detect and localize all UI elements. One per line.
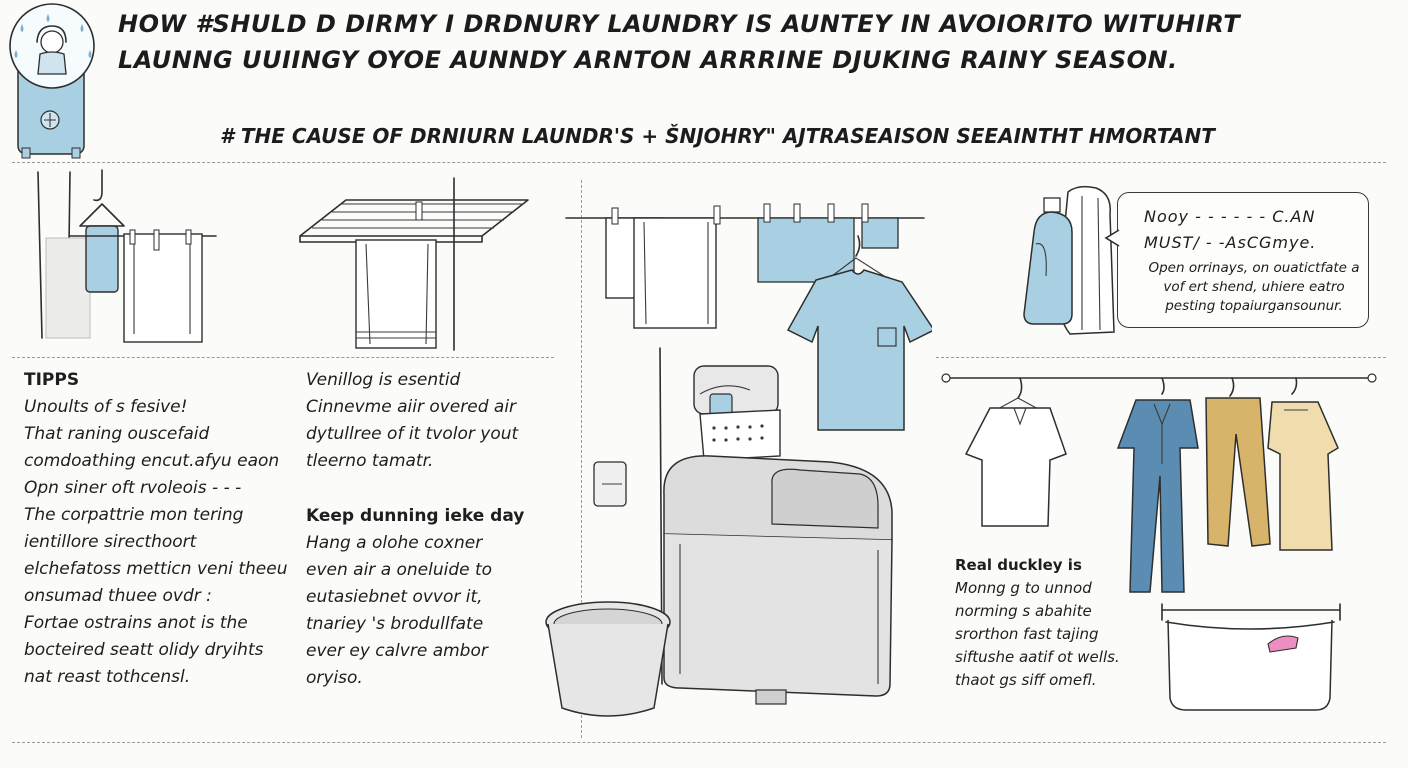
clothesline-icon — [565, 203, 932, 431]
wall-hook-icon — [37, 169, 217, 343]
washing-machine-icon — [593, 347, 893, 705]
tips-line: Fortae ostrains anot is the — [24, 613, 248, 633]
note-box: Nooy - - - - - - C.AN MUST/ - -AsCGmye. … — [1117, 192, 1369, 328]
detergent-bottle-icon — [1023, 185, 1115, 335]
bucket-icon — [545, 601, 671, 717]
keep-line: ever ey calvre ambor — [306, 641, 488, 661]
divider-middle-right — [936, 357, 1386, 358]
keep-section: Keep dunning ieke day Hang a olohe coxne… — [306, 503, 546, 692]
tips-line: That raning ouscefaid — [24, 424, 210, 444]
keep-heading: Keep dunning ieke day — [306, 506, 525, 526]
real-line: siftushe aatif ot wells. — [955, 648, 1120, 666]
tips-line: Unoults of s fesive! — [24, 397, 188, 417]
tips-line: ientillore sirecthoort — [24, 532, 197, 552]
keep-line: Hang a olohe coxner — [306, 533, 483, 553]
keep-line: tnariey 's brodullfate — [306, 614, 484, 634]
divider-top — [12, 162, 1386, 163]
real-line: srorthon fast tajing — [955, 625, 1099, 643]
real-heading: Real duckley is — [955, 556, 1082, 574]
tips-heading: TIPPS — [24, 370, 80, 390]
ventilation-line: tleerno tamatr. — [306, 451, 434, 471]
tips-line: The corpattrie mon tering — [24, 505, 244, 525]
ventilation-section: Venillog is esentid Cinnevme aiir overed… — [306, 367, 546, 475]
note-body: Open orrinays, on ouatictfate a vof ert … — [1148, 260, 1360, 314]
keep-line: eutasiebnet ovvor it, — [306, 587, 483, 607]
tips-line: Opn siner oft rvoleois - - - — [24, 478, 242, 498]
laundry-basket-icon — [1161, 603, 1341, 711]
ventilation-heading: Venillog is esentid — [306, 370, 461, 390]
note-line-1: Nooy - - - - - - C.AN — [1144, 207, 1316, 226]
real-line: Monng g to unnod — [955, 579, 1092, 597]
page-title: HOW #SHULD D DIRMY I DRDNURY LAUNDRY IS … — [118, 10, 1241, 74]
real-section: Real duckley is Monng g to unnod norming… — [955, 554, 1155, 692]
ventilation-line: Cinnevme aiir overed air — [306, 397, 517, 417]
divider-bottom — [12, 742, 1386, 743]
section-subtitle: # THE CAUSE OF DRNIURN LAUNDR'S + ŠNJOHR… — [220, 124, 1215, 148]
drying-rack-icon — [299, 177, 529, 351]
hanging-rod-icon — [941, 373, 1377, 593]
tips-line: bocteired seatt olidy dryihts — [24, 640, 264, 660]
divider-middle-left — [12, 357, 554, 358]
ventilation-line: dytullree of it tvolor yout — [306, 424, 519, 444]
keep-line: even air a oneluide to — [306, 560, 493, 580]
keep-line: oryiso. — [306, 668, 363, 688]
note-pointer — [1104, 229, 1120, 247]
person-in-rain-icon — [9, 3, 95, 159]
divider-vertical — [581, 180, 582, 738]
tips-section: TIPPS Unoults of s fesive! That raning o… — [24, 367, 304, 691]
real-line: norming s abahite — [955, 602, 1092, 620]
note-line-2: MUST/ - -AsCGmye. — [1144, 233, 1317, 252]
tips-line: elchefatoss metticn veni theeu — [24, 559, 288, 579]
tips-line: comdoathing encut.afyu eaon — [24, 451, 280, 471]
tips-line: nat reast tothcensl. — [24, 667, 191, 687]
real-line: thaot gs siff omefl. — [955, 671, 1097, 689]
tips-line: onsumad thuee ovdr : — [24, 586, 212, 606]
